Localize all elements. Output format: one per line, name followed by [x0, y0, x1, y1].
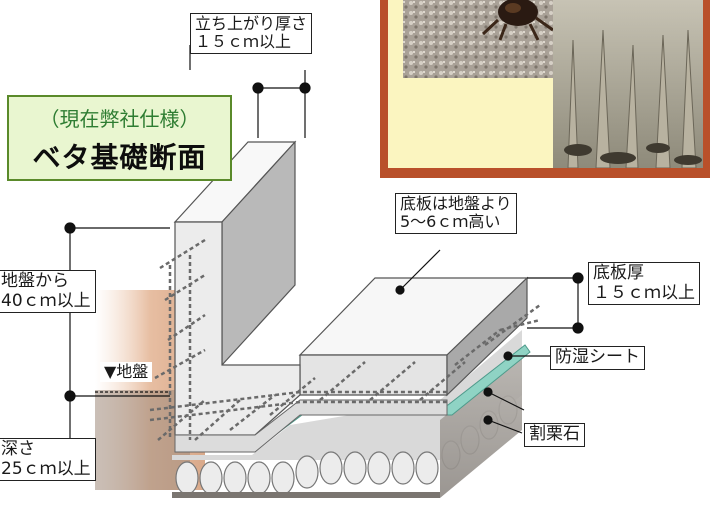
label-depth: 深さ 25ｃｍ以上 — [0, 438, 96, 482]
label-base-height: 底板は地盤より 5～6ｃｍ高い — [395, 193, 517, 234]
termite-photo-panel — [380, 0, 710, 178]
label-base-height-line1: 底板は地盤より — [400, 194, 512, 213]
label-base-thickness-line2: １５ｃｍ以上 — [593, 282, 695, 303]
wood-posts — [567, 29, 697, 168]
title-box: （現在弊社仕様） ベタ基礎断面 — [7, 95, 232, 181]
ground-under — [95, 390, 190, 490]
label-base-thickness: 底板厚 １５ｃｍ以上 — [588, 262, 700, 306]
label-rise-thickness-line2: １５ｃｍ以上 — [195, 32, 292, 52]
label-ground-height-line1: 地盤から — [1, 271, 69, 291]
gravel-front-bottom — [172, 492, 440, 498]
label-ground-height: 地盤から 40ｃｍ以上 — [0, 270, 96, 314]
footing-front — [174, 399, 448, 453]
label-moisture-sheet: 防湿シート — [550, 346, 645, 370]
label-ground: ▼地盤 — [100, 362, 153, 383]
title-subtitle: （現在弊社仕様） — [39, 107, 200, 131]
termite-silhouette — [481, 0, 554, 41]
title-main: ベタ基礎断面 — [32, 141, 207, 174]
gravel-right-side — [440, 355, 522, 498]
base-slab-front — [299, 354, 448, 396]
label-rise-thickness: 立ち上がり厚さ １５ｃｍ以上 — [190, 13, 313, 54]
label-crushed-stone: 割栗石 — [524, 423, 585, 447]
label-depth-line2: 25ｃｍ以上 — [1, 458, 91, 479]
debris — [564, 143, 702, 165]
dimension-lines — [64, 45, 584, 440]
label-base-height-line2: 5～6ｃｍ高い — [400, 212, 501, 232]
label-depth-line1: 深さ — [1, 439, 35, 459]
label-ground-height-line2: 40ｃｍ以上 — [1, 290, 91, 311]
label-rise-thickness-line1: 立ち上がり厚さ — [195, 14, 308, 33]
gravel-layer-top — [172, 330, 522, 460]
termite-photos — [403, 0, 703, 168]
rebar — [149, 238, 541, 441]
photo-area — [388, 0, 703, 168]
label-base-thickness-line1: 底板厚 — [593, 263, 644, 283]
base-slab-side — [446, 276, 528, 397]
